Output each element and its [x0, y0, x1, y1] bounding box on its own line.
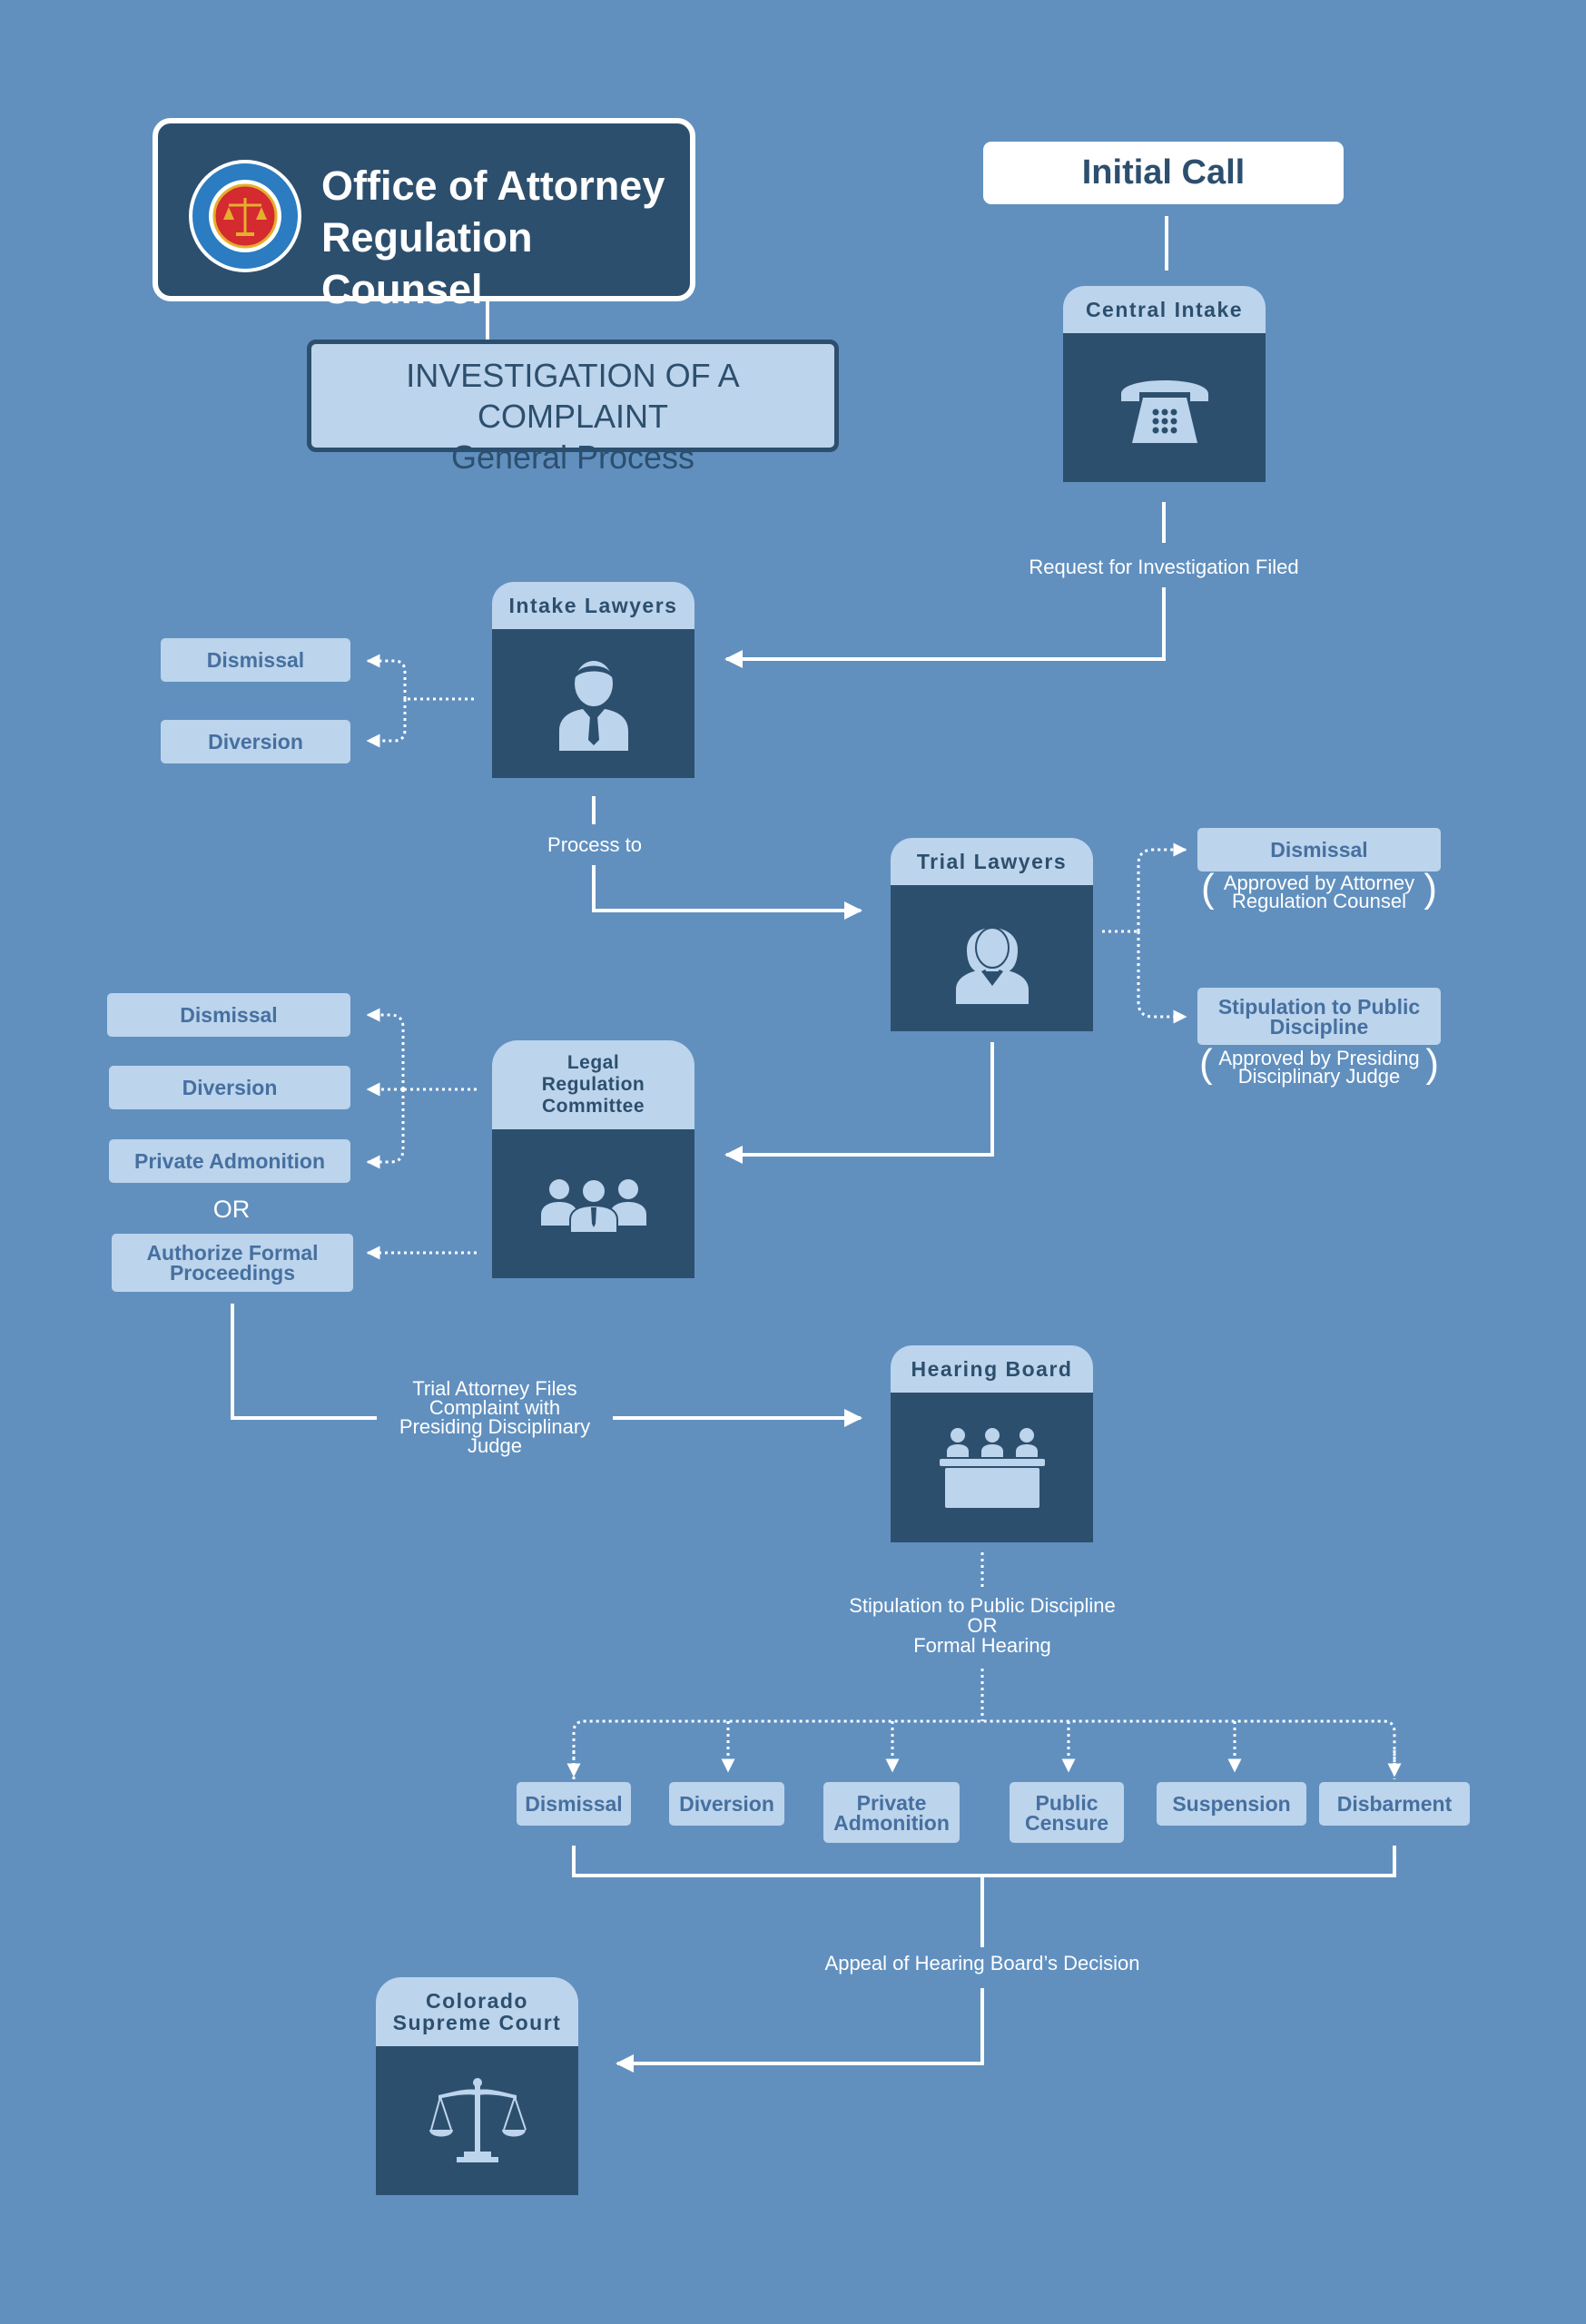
committee-title-line1: Legal — [566, 1052, 620, 1073]
trial-lawyers-title: Trial Lawyers — [891, 838, 1093, 885]
hearing-board-title: Hearing Board — [891, 1345, 1093, 1393]
trial-dismissal-note-line2: Regulation Counsel — [1231, 890, 1407, 912]
process-subtitle-box: INVESTIGATION OF A COMPLAINT General Pro… — [307, 340, 839, 476]
trial-stipulation-pill: Stipulation to Public Discipline — [1197, 988, 1441, 1045]
intake-dismissal-pill: Dismissal — [161, 638, 350, 682]
office-title-line1: Office of Attorney — [321, 162, 665, 209]
hearing-board-panel — [891, 1393, 1093, 1542]
trial-files-line2: Complaint with — [429, 1396, 561, 1419]
committee-title: Legal Regulation Committee — [492, 1040, 694, 1129]
supreme-court-panel — [376, 2046, 578, 2195]
stip-hearing-line1: Stipulation to Public Discipline — [849, 1594, 1116, 1617]
hearing-dismissal-pill: Dismissal — [517, 1782, 631, 1826]
trial-stip-note-line1: Approved by Presiding — [1218, 1047, 1420, 1069]
trial-dismissal-pill: Dismissal — [1197, 828, 1441, 872]
office-title: Office of Attorney Regulation Counsel — [321, 160, 685, 315]
stip-hearing-line3: Formal Hearing — [913, 1634, 1051, 1657]
trial-files-line3: Presiding Disciplinary — [399, 1415, 591, 1438]
committee-private-admonition-pill: Private Admonition — [109, 1139, 350, 1183]
trial-stip-note: ( Approved by Presiding Disciplinary Jud… — [1199, 1041, 1439, 1088]
authorize-formal-proceedings-pill: Authorize Formal Proceedings — [112, 1234, 353, 1292]
authorize-line1: Authorize Formal — [146, 1241, 319, 1265]
committee-dismissal-pill: Dismissal — [107, 993, 350, 1037]
central-intake-title: Central Intake — [1063, 286, 1266, 333]
hearing-private-admonition-pill: Private Admonition — [823, 1782, 960, 1843]
hearing-public-line2: Censure — [1024, 1810, 1109, 1835]
trial-files-line4: Judge — [468, 1434, 522, 1457]
scales-icon — [429, 2078, 527, 2162]
telephone-icon — [1120, 380, 1208, 443]
lawyer-icon — [558, 661, 628, 751]
intake-diversion-pill: Diversion — [161, 720, 350, 763]
committee-title-line3: Committee — [541, 1096, 645, 1117]
committee-diversion-pill: Diversion — [109, 1066, 350, 1109]
process-to-label: Process to — [547, 833, 642, 856]
authorize-line2: Proceedings — [169, 1261, 296, 1285]
hearing-private-line2: Admonition — [833, 1810, 950, 1835]
trial-dismissal-note-line1: Approved by Attorney — [1223, 872, 1415, 894]
office-logo-box: Office of Attorney Regulation Counsel — [153, 118, 695, 312]
group-icon — [540, 1178, 646, 1233]
subtitle-line2: General Process — [450, 438, 695, 476]
court-seal-icon — [187, 158, 303, 274]
intake-lawyers-title: Intake Lawyers — [492, 582, 694, 629]
trial-dismissal-note: ( Approved by Attorney Regulation Counse… — [1197, 869, 1441, 912]
hearing-suspension-pill: Suspension — [1157, 1782, 1306, 1826]
hearing-disbarment-pill: Disbarment — [1319, 1782, 1470, 1826]
trial-stip-line2: Discipline — [1269, 1014, 1369, 1039]
hearing-diversion-pill: Diversion — [669, 1782, 784, 1826]
appeal-label: Appeal of Hearing Board’s Decision — [824, 1952, 1140, 1974]
stipulation-or-hearing-label: Stipulation to Public Discipline OR Form… — [799, 1596, 1166, 1656]
subtitle-line1: INVESTIGATION OF A COMPLAINT — [406, 357, 740, 435]
committee-panel — [492, 1129, 694, 1278]
hearing-private-line1: Private — [856, 1790, 927, 1815]
supreme-court-title-line1: Colorado — [426, 1989, 528, 2013]
or-label: OR — [212, 1196, 251, 1223]
supreme-court-title: Colorado Supreme Court — [376, 1977, 578, 2046]
supreme-court-title-line2: Supreme Court — [392, 2011, 562, 2034]
female-lawyer-icon — [955, 926, 1029, 1004]
hearing-public-censure-pill: Public Censure — [1010, 1782, 1124, 1843]
request-filed-label: Request for Investigation Filed — [1029, 556, 1299, 578]
committee-title-line2: Regulation — [541, 1074, 645, 1095]
trial-files-line1: Trial Attorney Files — [412, 1377, 577, 1400]
intake-lawyers-panel — [492, 629, 694, 778]
central-intake-panel — [1063, 333, 1266, 482]
trial-lawyers-panel — [891, 885, 1093, 1031]
panel-icon — [939, 1427, 1045, 1508]
trial-stip-note-line2: Disciplinary Judge — [1237, 1065, 1401, 1088]
trial-stip-line1: Stipulation to Public — [1217, 994, 1421, 1019]
trial-files-label: Trial Attorney Files Complaint with Pres… — [377, 1377, 613, 1457]
office-title-line2: Regulation Counsel — [321, 214, 533, 312]
stip-hearing-line2: OR — [967, 1614, 998, 1637]
hearing-public-line1: Public — [1035, 1790, 1098, 1815]
initial-call-box: Initial Call — [983, 142, 1344, 204]
